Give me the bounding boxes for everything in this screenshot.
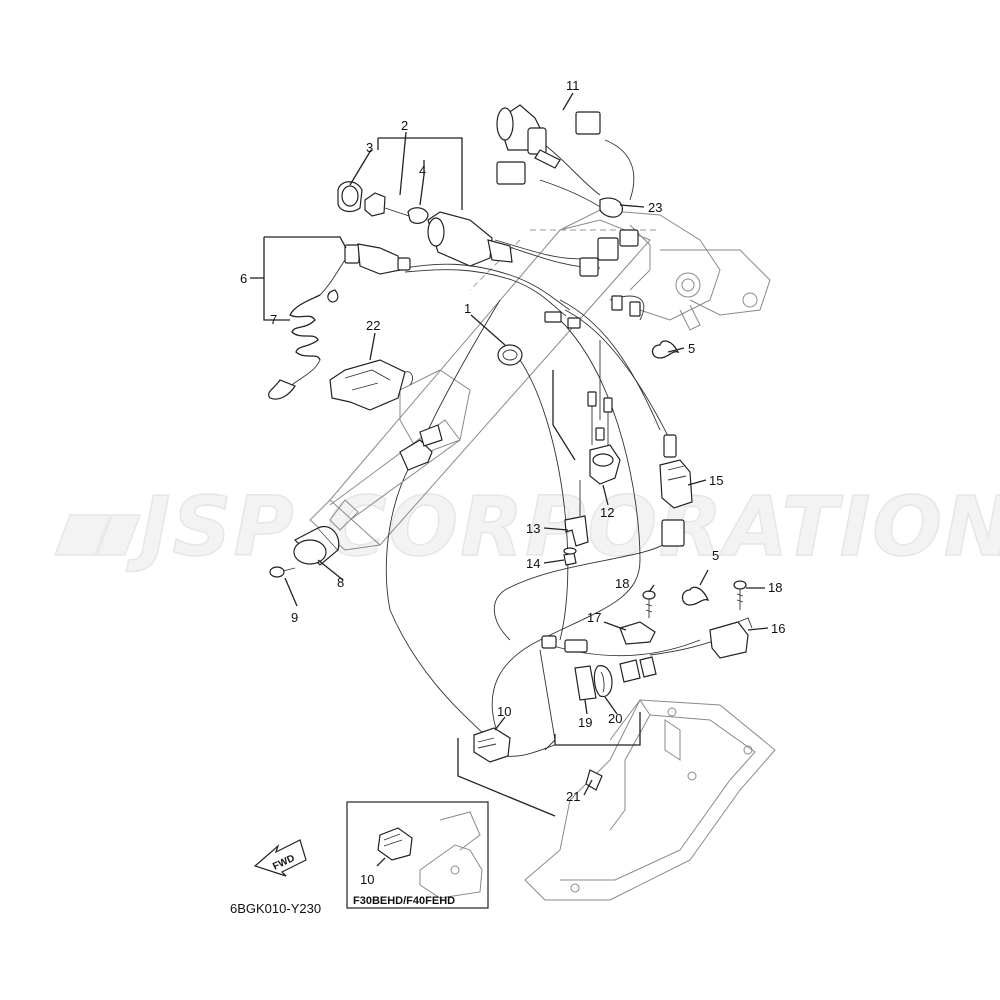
tiller-shaft: [329, 419, 461, 521]
callout-7: 7: [270, 312, 277, 327]
callout-2: 2: [401, 118, 408, 133]
part-15-connector: [659, 434, 693, 547]
part-20-grommet: [593, 665, 613, 698]
lower-connectors: [541, 635, 657, 683]
callout-4: 4: [419, 163, 426, 178]
callout-5a: 5: [688, 341, 695, 356]
part-6-stop-switch: [344, 243, 411, 275]
part-8-grip-end: [293, 526, 340, 566]
fwd-arrow-icon: FWD: [253, 839, 307, 877]
part-10-connector: [473, 727, 511, 763]
callout-10b: 10: [360, 872, 374, 887]
inset-box: 10 F30BEHD/F40FEHD: [346, 801, 489, 909]
callout-8: 8: [337, 575, 344, 590]
part-22-cover: [329, 359, 413, 411]
part-14-bolt: [563, 547, 577, 566]
callout-3: 3: [366, 140, 373, 155]
part-18-screw: [642, 580, 747, 618]
callout-5b: 5: [712, 548, 719, 563]
callout-23: 23: [648, 200, 662, 215]
callout-10a: 10: [497, 704, 511, 719]
callout-12: 12: [600, 505, 614, 520]
bottom-bracket-ghost: [524, 699, 776, 901]
callout-18a: 18: [615, 576, 629, 591]
inset-caption: F30BEHD/F40FEHD: [353, 895, 455, 907]
part-23-clamp: [599, 197, 623, 218]
leader-lines: [250, 92, 769, 817]
part-19-seal: [574, 665, 597, 701]
part-16-relay: [709, 617, 753, 659]
callout-1: 1: [464, 301, 471, 316]
part-7-lanyard: [268, 259, 346, 400]
callout-6: 6: [240, 271, 247, 286]
callout-11: 11: [566, 78, 580, 93]
part-1-clamp: [497, 344, 523, 366]
harness-connectors: [544, 229, 641, 329]
callout-19: 19: [578, 715, 592, 730]
part-12-component: [587, 391, 621, 485]
callout-13: 13: [526, 521, 540, 536]
callout-15: 15: [709, 473, 723, 488]
part-11-sensor: [496, 104, 601, 185]
callout-17: 17: [587, 610, 601, 625]
callout-22: 22: [366, 318, 380, 333]
diagram-code: 6BGK010-Y230: [230, 901, 321, 916]
callout-18b: 18: [768, 580, 782, 595]
main-switch-assembly: [337, 181, 513, 267]
part-9-screw: [269, 566, 296, 578]
callout-16: 16: [771, 621, 785, 636]
part-5-clip: [651, 340, 710, 606]
callout-20: 20: [608, 711, 622, 726]
part-13-bracket: [564, 480, 589, 547]
callout-21: 21: [566, 789, 580, 804]
callout-14: 14: [526, 556, 540, 571]
callout-9: 9: [291, 610, 298, 625]
part-17-bracket: [619, 621, 656, 645]
callout-labels: 11 2 3 4 23 6 7 22 1 5 15 12 13 14 5 18 …: [240, 78, 785, 804]
